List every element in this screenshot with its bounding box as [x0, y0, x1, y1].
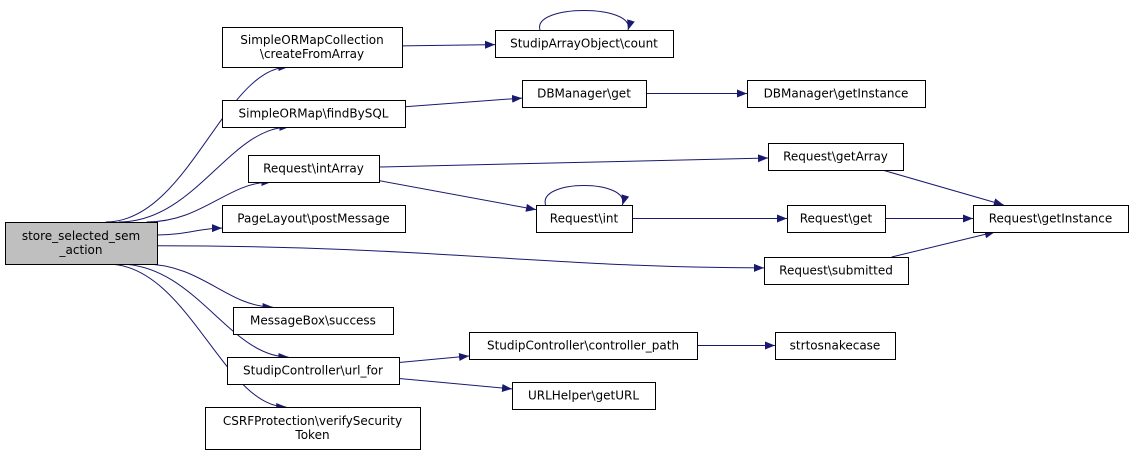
node-box-n_msg_success: [233, 307, 394, 335]
edge-n_req_intarray-to-n_req_getarray: [378, 154, 769, 168]
node-box-n_orm_find: [222, 100, 406, 128]
node-label-n_req_int-0: Request\int: [550, 212, 619, 226]
node-layer: store_selected_sem_action SimpleORMapColl…: [5, 27, 1129, 450]
node-box-n_snake: [775, 332, 896, 360]
node-label-n_orm_find-0: SimpleORMap\findBySQL: [239, 107, 389, 121]
edge-n_sc_urlfor-to-n_sc_cpath: [398, 352, 470, 364]
node-n_sao_count[interactable]: StudipArrayObject\count: [495, 30, 674, 58]
node-box-n_sao_count: [495, 30, 674, 58]
node-box-n_sc_urlfor: [227, 357, 400, 385]
node-box-n_sc_cpath: [469, 332, 698, 360]
edge-root-to-n_orm_coll: [105, 63, 289, 223]
edge-root-to-n_orm_find: [118, 123, 290, 223]
node-n_url_get[interactable]: URLHelper\getURL: [512, 382, 656, 410]
node-label-n_orm_coll-0: SimpleORMapCollection: [240, 33, 383, 47]
node-label-n_sao_count-0: StudipArrayObject\count: [510, 37, 658, 51]
node-label-n_req_get-0: Request\get: [800, 212, 873, 226]
node-n_msg_success[interactable]: MessageBox\success: [233, 307, 394, 335]
node-box-n_csrf: [205, 407, 421, 450]
edge-root-to-n_csrf: [107, 263, 287, 411]
node-label-n_csrf-1: Token: [294, 428, 329, 442]
edge-layer: [105, 10, 1004, 411]
node-box-n_req_getinst: [973, 205, 1129, 233]
node-label-root-0: store_selected_sem: [22, 229, 140, 243]
edge-root-to-n_msg_success: [143, 263, 273, 311]
node-box-root: [5, 222, 158, 265]
node-label-n_orm_coll-1: \createFromArray: [260, 47, 364, 61]
node-box-n_req_submitted: [764, 257, 909, 285]
node-box-n_req_getarray: [768, 143, 904, 171]
node-n_sc_urlfor[interactable]: StudipController\url_for: [227, 357, 400, 385]
edge-root-to-n_pl_post: [156, 224, 223, 236]
edge-n_sao_count-to-n_sao_count: [539, 10, 635, 31]
node-box-n_req_intarray: [248, 155, 380, 183]
edge-n_req_submitted-to-n_req_getinst: [891, 230, 995, 258]
node-box-n_url_get: [512, 382, 656, 410]
node-n_pl_post[interactable]: PageLayout\postMessage: [222, 205, 406, 233]
edge-root-to-n_sc_urlfor: [119, 263, 289, 361]
node-label-n_req_intarray-0: Request\intArray: [263, 162, 364, 176]
edge-n_sc_urlfor-to-n_url_get: [398, 377, 513, 392]
edge-n_req_intarray-to-n_req_int: [378, 180, 537, 212]
node-box-n_orm_coll: [222, 27, 403, 68]
edge-root-to-n_req_intarray: [146, 178, 272, 223]
node-n_req_intarray[interactable]: Request\intArray: [248, 155, 380, 183]
node-n_sc_cpath[interactable]: StudipController\controller_path: [469, 332, 698, 360]
node-label-n_pl_post-0: PageLayout\postMessage: [237, 212, 389, 226]
node-n_snake[interactable]: strtosnakecase: [775, 332, 896, 360]
node-n_orm_coll[interactable]: SimpleORMapCollection\createFromArray: [222, 27, 403, 68]
edge-n_orm_coll-to-n_sao_count: [401, 40, 496, 49]
node-n_db_inst[interactable]: DBManager\getInstance: [747, 80, 926, 108]
node-n_req_getarray[interactable]: Request\getArray: [768, 143, 904, 171]
node-root[interactable]: store_selected_sem_action: [5, 222, 158, 265]
node-n_req_getinst[interactable]: Request\getInstance: [973, 205, 1129, 233]
node-label-n_db_get-0: DBManager\get: [537, 87, 631, 101]
edge-n_req_getarray-to-n_req_getinst: [882, 169, 1004, 207]
node-label-n_req_getinst-0: Request\getInstance: [989, 212, 1113, 226]
node-box-n_req_int: [536, 205, 633, 233]
node-label-n_req_getarray-0: Request\getArray: [783, 150, 888, 164]
node-label-root-1: _action: [59, 243, 103, 257]
node-label-n_sc_cpath-0: StudipController\controller_path: [487, 339, 679, 353]
node-label-n_snake-0: strtosnakecase: [790, 339, 881, 353]
edge-root-to-n_req_submitted: [156, 245, 765, 272]
node-n_orm_find[interactable]: SimpleORMap\findBySQL: [222, 100, 406, 128]
node-box-n_pl_post: [222, 205, 406, 233]
edge-n_orm_find-to-n_db_get: [404, 94, 523, 108]
node-n_req_submitted[interactable]: Request\submitted: [764, 257, 909, 285]
node-label-n_msg_success-0: MessageBox\success: [250, 314, 376, 328]
node-box-n_req_get: [787, 205, 886, 233]
edge-n_req_int-to-n_req_int: [544, 185, 630, 206]
node-box-n_db_inst: [747, 80, 926, 108]
node-n_db_get[interactable]: DBManager\get: [522, 80, 647, 108]
node-box-n_db_get: [522, 80, 647, 108]
node-label-n_db_inst-0: DBManager\getInstance: [764, 87, 909, 101]
node-label-n_csrf-0: CSRFProtection\verifySecurity: [223, 414, 402, 428]
node-label-n_url_get-0: URLHelper\getURL: [528, 389, 639, 403]
node-label-n_sc_urlfor-0: StudipController\url_for: [243, 364, 383, 378]
node-n_req_int[interactable]: Request\int: [536, 205, 633, 233]
node-n_req_get[interactable]: Request\get: [787, 205, 886, 233]
node-label-n_req_submitted-0: Request\submitted: [779, 264, 893, 278]
